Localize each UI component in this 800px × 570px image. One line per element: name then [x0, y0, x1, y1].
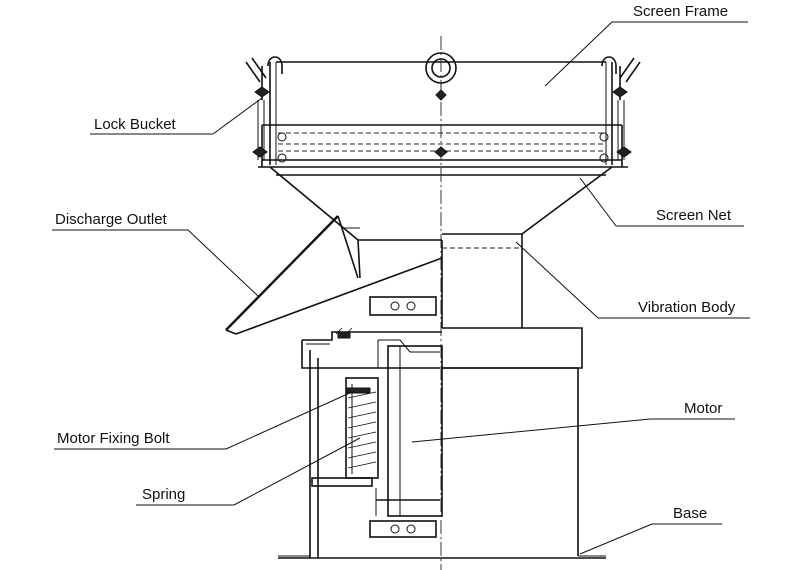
label-vibration-body: Vibration Body	[515, 241, 750, 319]
vibration-body-drawing	[369, 234, 523, 328]
label-base: Base	[579, 505, 722, 555]
label-lock-bucket: Lock Bucket	[90, 97, 263, 135]
screen-frame-drawing	[258, 61, 628, 168]
motor-fixing-bolt-drawing	[369, 488, 440, 538]
motor-label: Motor	[684, 400, 722, 417]
label-screen-net: Screen Net	[579, 177, 744, 227]
lock-bucket-label: Lock Bucket	[94, 116, 177, 133]
spring-drawing	[345, 377, 379, 479]
discharge-outlet-drawing	[225, 215, 443, 335]
spring-label: Spring	[142, 486, 185, 503]
motor-fixing-bolt-label: Motor Fixing Bolt	[57, 430, 170, 447]
base-label: Base	[673, 505, 707, 522]
label-motor: Motor	[411, 400, 735, 443]
label-discharge-outlet: Discharge Outlet	[52, 211, 259, 297]
screen-frame-label: Screen Frame	[633, 3, 728, 20]
label-spring: Spring	[136, 437, 361, 506]
lock-bucket-right	[601, 56, 641, 160]
vibration-body-label: Vibration Body	[638, 299, 736, 316]
discharge-outlet-label: Discharge Outlet	[55, 211, 168, 228]
label-screen-frame: Screen Frame	[544, 3, 748, 87]
screen-net-label: Screen Net	[656, 207, 732, 224]
motor-flange	[301, 327, 583, 369]
motor-drawing	[387, 345, 579, 556]
lock-bucket-left	[245, 56, 283, 160]
base-drawing	[278, 350, 606, 559]
label-motor-fixing-bolt: Motor Fixing Bolt	[54, 391, 353, 450]
